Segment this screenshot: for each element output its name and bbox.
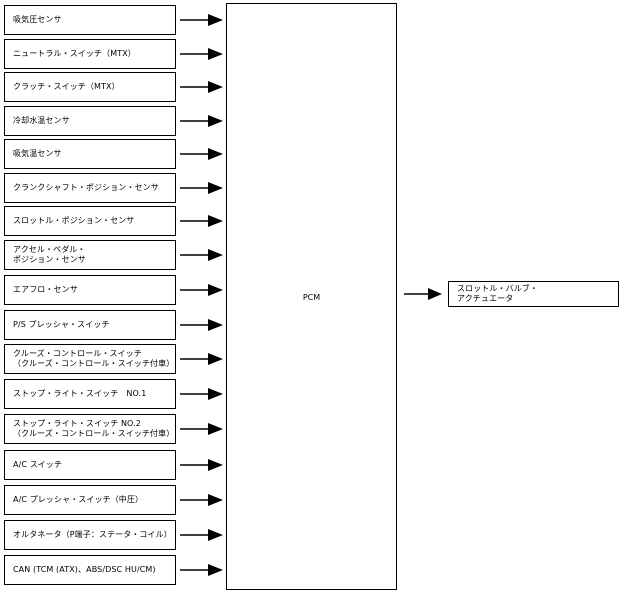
input-label-1: 吸気圧センサ <box>13 15 62 24</box>
input-label-14: A/C スイッチ <box>13 460 63 469</box>
input-label-11: クルーズ・コントロール・スイッチ （クルーズ・コントロール・スイッチ付車） <box>13 349 175 368</box>
input-box-10: P/S プレッシャ・スイッチ <box>4 310 176 340</box>
input-box-17: CAN (TCM (ATX)、ABS/DSC HU/CM) <box>4 555 176 585</box>
input-arrow-4 <box>180 115 223 127</box>
input-arrow-17 <box>180 564 223 576</box>
input-arrow-14 <box>180 459 223 471</box>
input-box-7: スロットル・ポジション・センサ <box>4 206 176 236</box>
input-label-17: CAN (TCM (ATX)、ABS/DSC HU/CM) <box>13 565 156 574</box>
output-actuator-box: スロットル・バルブ・ アクチュエータ <box>448 281 619 307</box>
input-label-8: アクセル・ペダル・ ポジション・センサ <box>13 245 86 264</box>
input-label-9: エアフロ・センサ <box>13 285 78 294</box>
input-arrow-5 <box>180 148 223 160</box>
input-arrow-7 <box>180 215 223 227</box>
input-arrow-13 <box>180 423 223 435</box>
output-arrow <box>404 288 442 300</box>
input-box-16: オルタネータ（P端子：ステータ・コイル） <box>4 520 176 550</box>
pcm-label: PCM <box>302 293 321 302</box>
input-label-10: P/S プレッシャ・スイッチ <box>13 320 110 329</box>
input-box-2: ニュートラル・スイッチ（MTX） <box>4 39 176 69</box>
input-arrow-15 <box>180 494 223 506</box>
input-arrow-1 <box>180 14 223 26</box>
input-box-5: 吸気温センサ <box>4 139 176 169</box>
input-box-15: A/C プレッシャ・スイッチ（中圧） <box>4 485 176 515</box>
input-arrow-3 <box>180 81 223 93</box>
input-arrow-6 <box>180 182 223 194</box>
input-arrow-2 <box>180 48 223 60</box>
input-box-14: A/C スイッチ <box>4 450 176 480</box>
input-label-3: クラッチ・スイッチ（MTX） <box>13 82 120 91</box>
input-label-15: A/C プレッシャ・スイッチ（中圧） <box>13 495 144 504</box>
input-arrow-16 <box>180 529 223 541</box>
input-box-4: 冷却水温センサ <box>4 106 176 136</box>
input-label-7: スロットル・ポジション・センサ <box>13 216 135 225</box>
input-arrow-9 <box>180 284 223 296</box>
input-label-5: 吸気温センサ <box>13 149 62 158</box>
input-box-6: クランクシャフト・ポジション・センサ <box>4 173 176 203</box>
input-box-3: クラッチ・スイッチ（MTX） <box>4 72 176 102</box>
input-box-11: クルーズ・コントロール・スイッチ （クルーズ・コントロール・スイッチ付車） <box>4 344 176 374</box>
input-label-4: 冷却水温センサ <box>13 116 70 125</box>
input-label-13: ストップ・ライト・スイッチ NO.2 （クルーズ・コントロール・スイッチ付車） <box>13 419 175 438</box>
input-box-1: 吸気圧センサ <box>4 5 176 35</box>
input-label-6: クランクシャフト・ポジション・センサ <box>13 183 159 192</box>
input-box-12: ストップ・ライト・スイッチ NO.1 <box>4 379 176 409</box>
output-actuator-label: スロットル・バルブ・ アクチュエータ <box>457 284 538 303</box>
input-box-8: アクセル・ペダル・ ポジション・センサ <box>4 240 176 270</box>
input-box-13: ストップ・ライト・スイッチ NO.2 （クルーズ・コントロール・スイッチ付車） <box>4 414 176 444</box>
input-arrow-10 <box>180 319 223 331</box>
pcm-block: PCM <box>226 3 397 590</box>
input-arrow-11 <box>180 353 223 365</box>
input-arrow-8 <box>180 249 223 261</box>
input-box-9: エアフロ・センサ <box>4 275 176 305</box>
input-label-16: オルタネータ（P端子：ステータ・コイル） <box>13 530 172 539</box>
input-label-12: ストップ・ライト・スイッチ NO.1 <box>13 389 147 398</box>
input-label-2: ニュートラル・スイッチ（MTX） <box>13 49 136 58</box>
input-arrow-12 <box>180 388 223 400</box>
